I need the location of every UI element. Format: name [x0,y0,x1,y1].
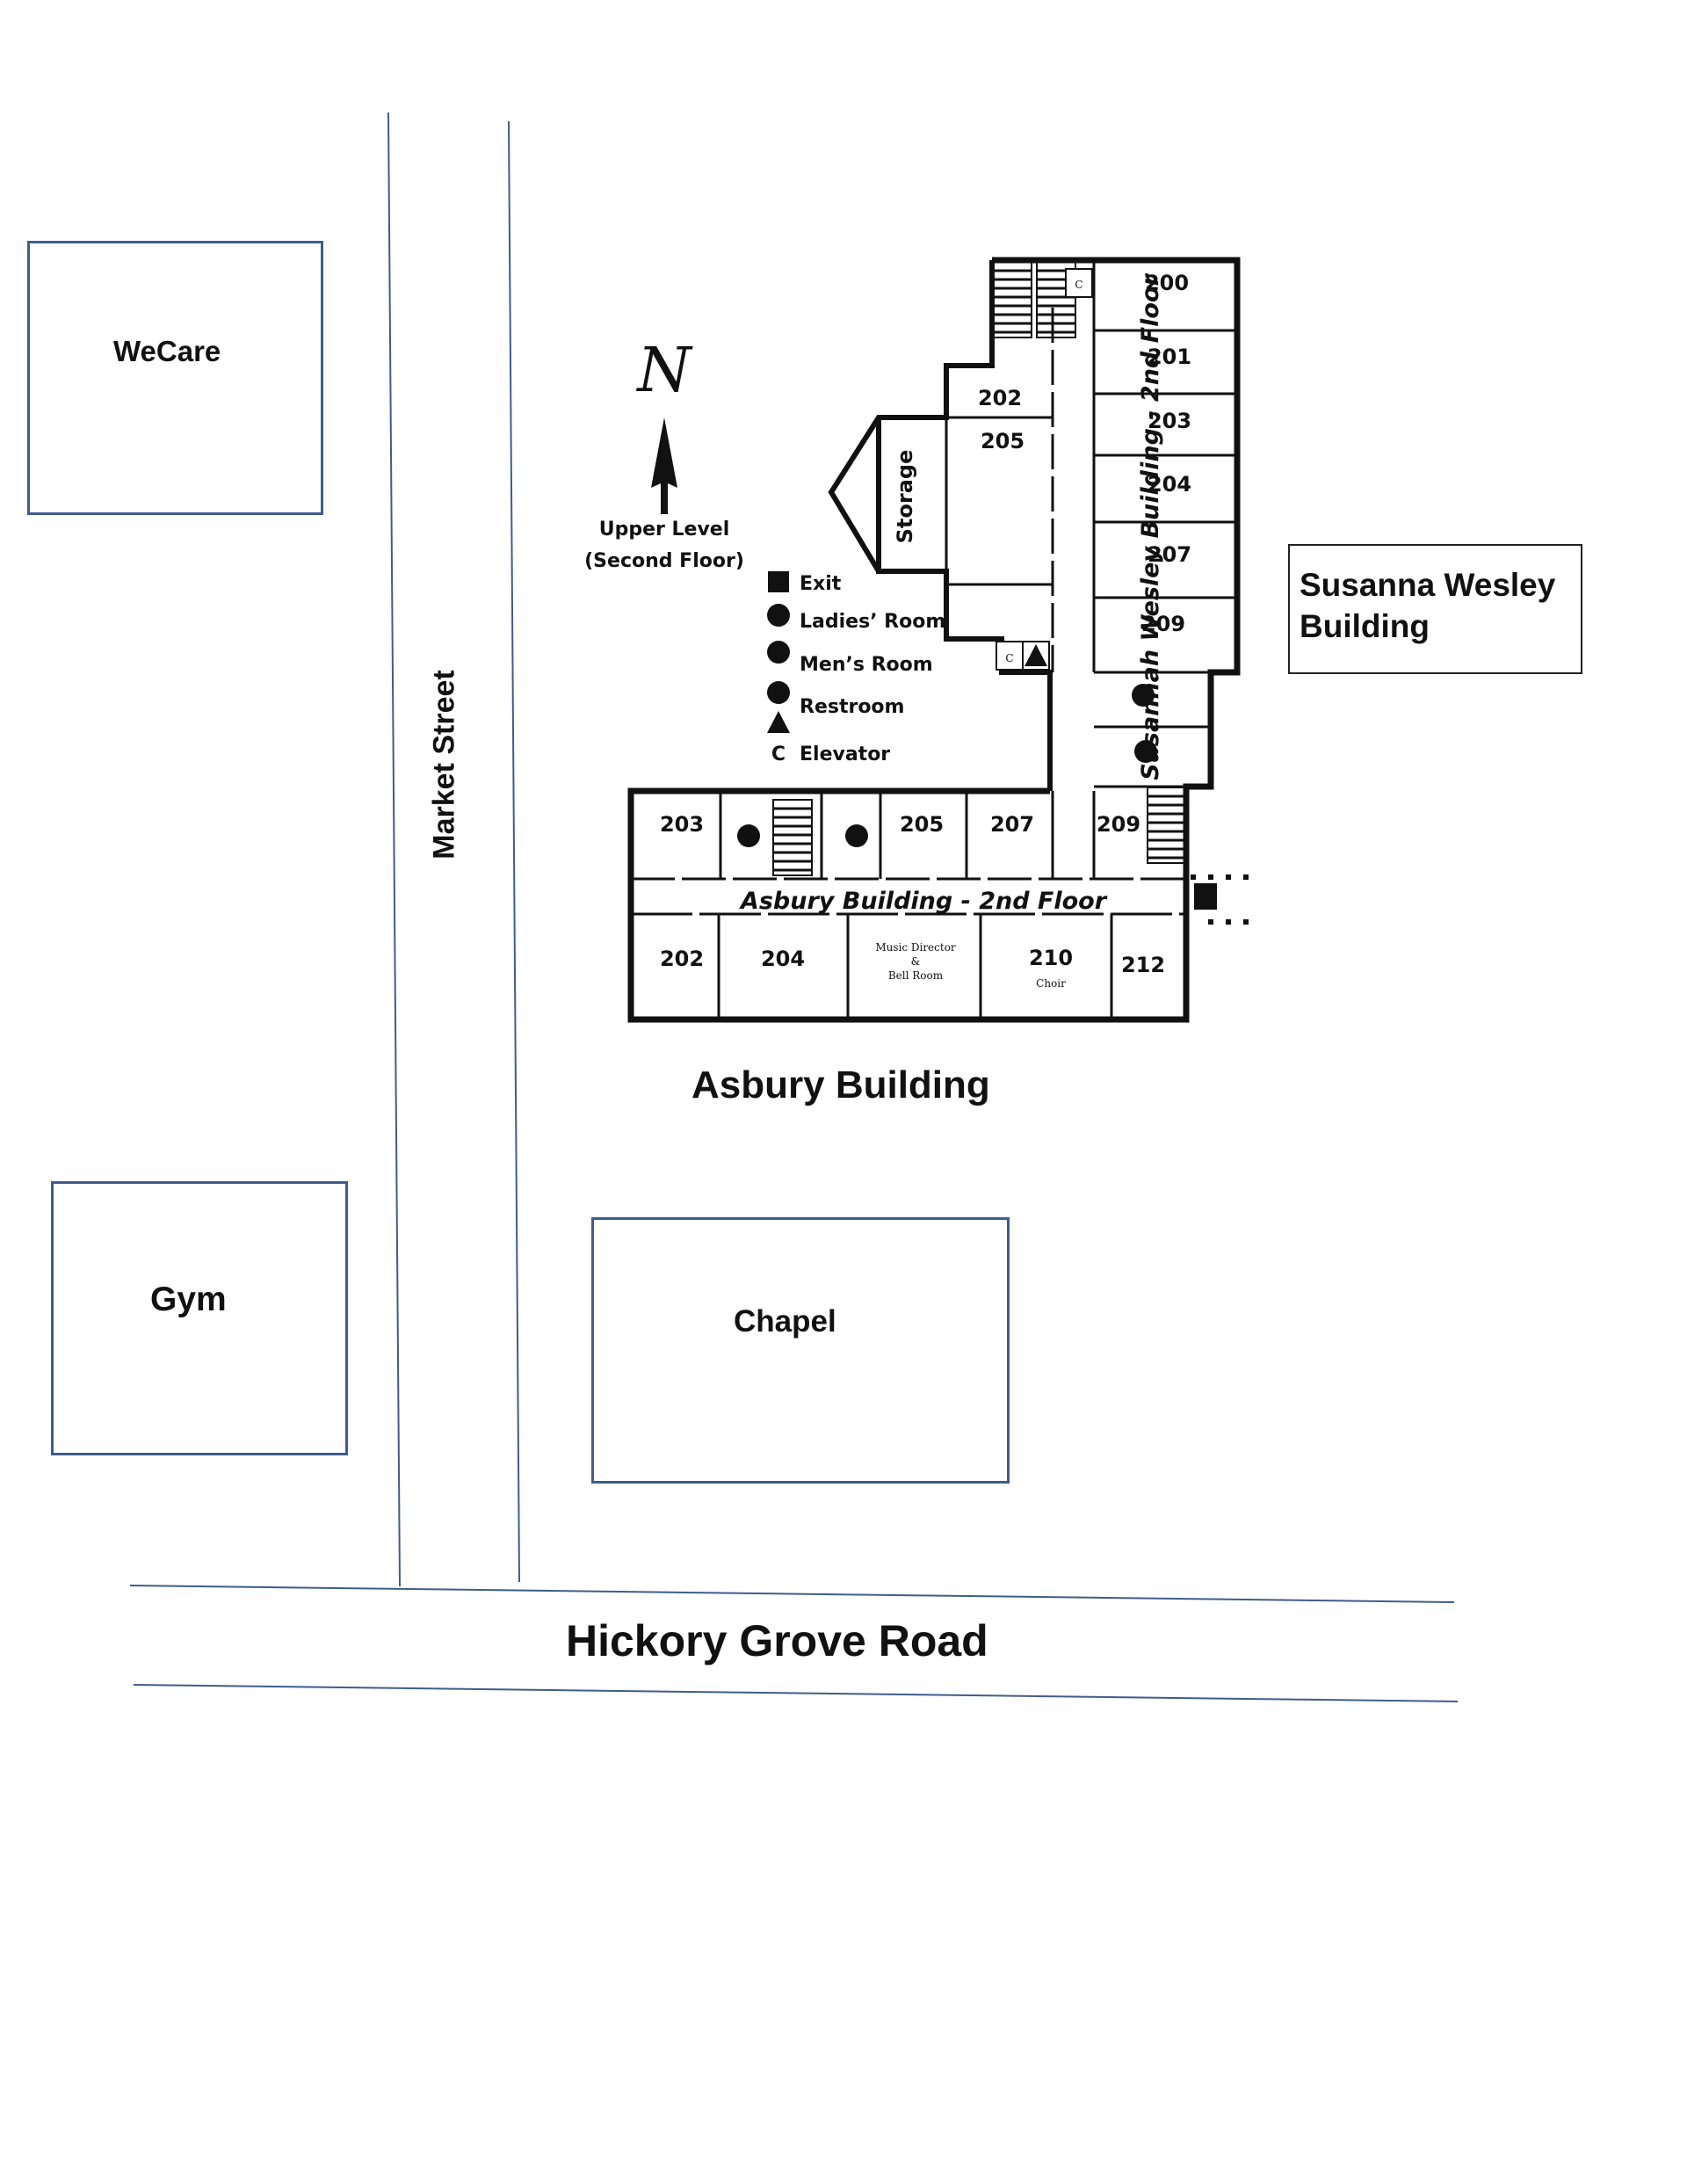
compass-letter: N [635,334,693,406]
room-200: 200 [1145,271,1189,295]
room-205-wesley: 205 [981,429,1025,453]
ladies-room-symbol-asbury: L [853,834,860,846]
asbury-hall-label: Asbury Building - 2nd Floor [739,888,1108,915]
bell-room-label: Bell Room [888,969,944,982]
chapel-building: Chapel [591,1217,1010,1484]
elevator-symbol-south: C [1005,652,1013,664]
wesley-stairs-south [1146,786,1188,865]
susanna-wesley-building: Susanna Wesley Building [1288,544,1582,674]
ladies-room-icon [767,604,790,627]
storage-label: Storage [893,450,917,544]
exit-symbol: X [1202,896,1210,908]
room-209-asbury: 209 [1097,812,1140,837]
choir-label: Choir [1036,977,1066,990]
room-207-wesley: 207 [1148,542,1191,567]
hickory-road-north-edge [129,1585,1455,1603]
mens-room-icon [767,641,790,664]
room-207-asbury: 207 [990,812,1034,837]
asbury-wing-outer-wall [627,787,1190,1023]
legend-restroom-symbol: R [774,693,783,705]
susanna-label-line1: Susanna Wesley [1300,567,1556,603]
music-director-label: Music Director [875,941,956,954]
north-arrow-icon [651,417,677,514]
gym-building: Gym [51,1181,348,1455]
second-floor-label: (Second Floor) [584,550,744,572]
room-209-wesley: 209 [1141,612,1185,636]
room-202-wesley: 202 [978,386,1022,410]
mens-room-icon [1134,740,1157,763]
room-212: 212 [1121,953,1165,977]
wesley-hall-label: Susannah Wesley Building - 2nd Floor [1137,273,1164,780]
hickory-grove-road-label: Hickory Grove Road [566,1616,988,1665]
gym-label: Gym [150,1281,227,1318]
upper-level-label: Upper Level [599,519,730,541]
legend-ladies-symbol: L [775,615,782,628]
wesley-wing-west-lower-wall [876,417,1053,791]
legend-restroom-label: Restroom [800,696,904,718]
mens-room-icon [737,824,760,847]
wesley-stairs-north [991,260,1033,339]
room-204-asbury: 204 [761,947,805,971]
asbury-stairs [771,798,814,877]
room-201: 201 [1148,345,1191,369]
susanna-label-line2: Building [1300,608,1430,644]
room-204-wesley: 204 [1148,472,1191,497]
wecare-building: WeCare [27,241,323,515]
market-street-west-edge [387,112,401,1587]
legend-elevator-triangle-symbol: E [775,722,783,734]
mens-room-symbol: M [1140,746,1151,758]
legend-elevator-label: Elevator [800,744,890,765]
hickory-road-south-edge [133,1684,1459,1702]
exit-icon [1194,883,1217,910]
music-ampersand-label: & [911,955,921,968]
room-203-wesley: 203 [1148,409,1191,433]
exit-icon [768,571,789,592]
legend-exit-symbol: X [775,579,783,591]
mens-room-symbol-asbury: M [743,834,754,846]
market-street-east-edge [508,120,520,1583]
wecare-label: WeCare [113,335,221,367]
room-205-asbury: 205 [900,812,944,837]
elevator-triangle-icon [767,711,790,733]
room-210: 210 [1029,946,1073,970]
restroom-icon [767,681,790,704]
room-202-asbury: 202 [660,947,704,971]
legend-exit-label: Exit [800,573,842,595]
ladies-room-icon [1132,684,1155,707]
legend: X Exit L Ladies’ Room M Men’s Room R Res… [767,571,945,765]
asbury-building-label: Asbury Building [691,1063,990,1107]
elevator-symbol-north: C [1075,279,1082,291]
ladies-room-icon [845,824,868,847]
chapel-label: Chapel [734,1304,836,1339]
elevator-triangle-icon [1025,644,1047,666]
legend-ladies-label: Ladies’ Room [800,611,945,633]
legend-mens-symbol: M [773,652,784,664]
room-203-asbury: 203 [660,812,704,837]
legend-mens-label: Men’s Room [800,654,933,676]
elevator-icon: C [771,744,786,765]
